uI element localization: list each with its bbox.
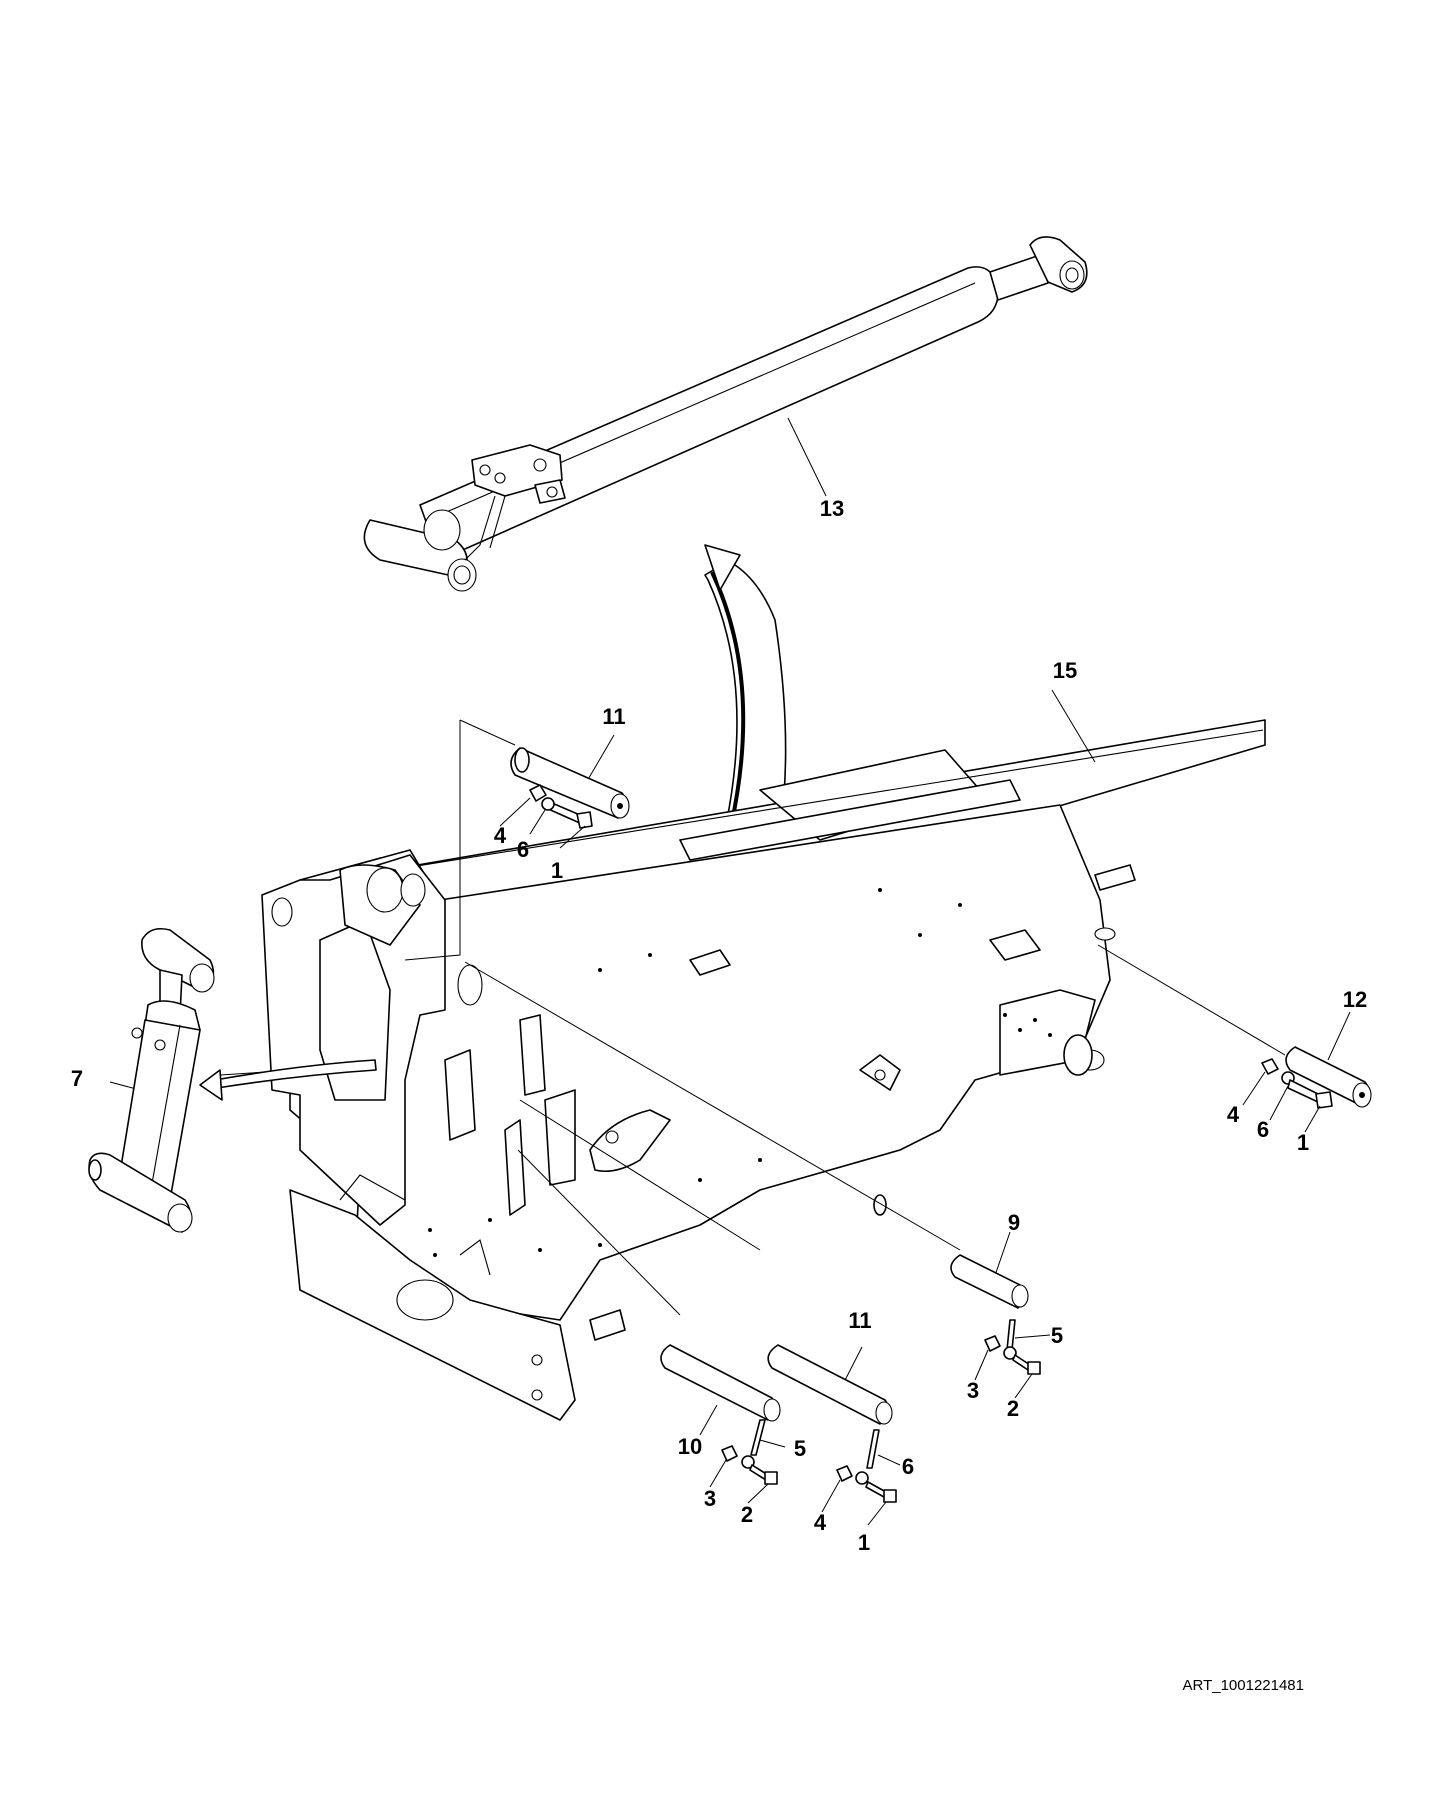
callout-9: 9 xyxy=(1008,1210,1020,1235)
callout-1-right: 1 xyxy=(1297,1130,1309,1155)
callout-1-top: 1 xyxy=(551,858,563,883)
callout-3-right: 3 xyxy=(967,1378,979,1403)
callout-13: 13 xyxy=(820,496,844,521)
callout-10: 10 xyxy=(678,1434,702,1459)
pin-9 xyxy=(950,1254,1041,1375)
pin-11-lower xyxy=(767,1344,897,1503)
callout-5-lower: 5 xyxy=(794,1436,806,1461)
pin-11-top xyxy=(510,747,630,829)
arrow-7 xyxy=(199,1059,377,1101)
callout-12: 12 xyxy=(1343,987,1367,1012)
pin-12 xyxy=(1261,1046,1372,1109)
callout-6-top: 6 xyxy=(517,837,529,862)
art-id: ART_1001221481 xyxy=(1183,1677,1305,1694)
callout-4-lower: 4 xyxy=(814,1510,827,1535)
callout-11-lower: 11 xyxy=(848,1308,871,1333)
pin-10 xyxy=(660,1344,781,1485)
callout-11-top: 11 xyxy=(602,704,625,729)
callout-5-right: 5 xyxy=(1051,1323,1063,1348)
callout-3-lower: 3 xyxy=(704,1486,716,1511)
callout-4-top: 4 xyxy=(494,823,507,848)
callout-4-right: 4 xyxy=(1227,1102,1240,1127)
callout-6-right: 6 xyxy=(1257,1117,1269,1142)
hardware-leaders xyxy=(499,797,1321,1526)
main-frame xyxy=(261,804,1136,1421)
callout-7: 7 xyxy=(71,1066,83,1091)
callout-1-lower: 1 xyxy=(858,1530,870,1555)
callout-15: 15 xyxy=(1053,658,1077,683)
callout-labels: 13 15 11 4 6 1 7 12 4 6 1 9 5 3 2 11 10 … xyxy=(71,496,1367,1555)
callout-2-right: 2 xyxy=(1007,1396,1019,1421)
callout-6-lower: 6 xyxy=(902,1454,914,1479)
hydraulic-cylinder-7 xyxy=(88,927,215,1233)
leader-lines xyxy=(109,417,1351,1436)
frame-holes xyxy=(428,888,1052,1257)
hydraulic-cylinder-13 xyxy=(363,236,1088,592)
callout-2-lower: 2 xyxy=(741,1502,753,1527)
